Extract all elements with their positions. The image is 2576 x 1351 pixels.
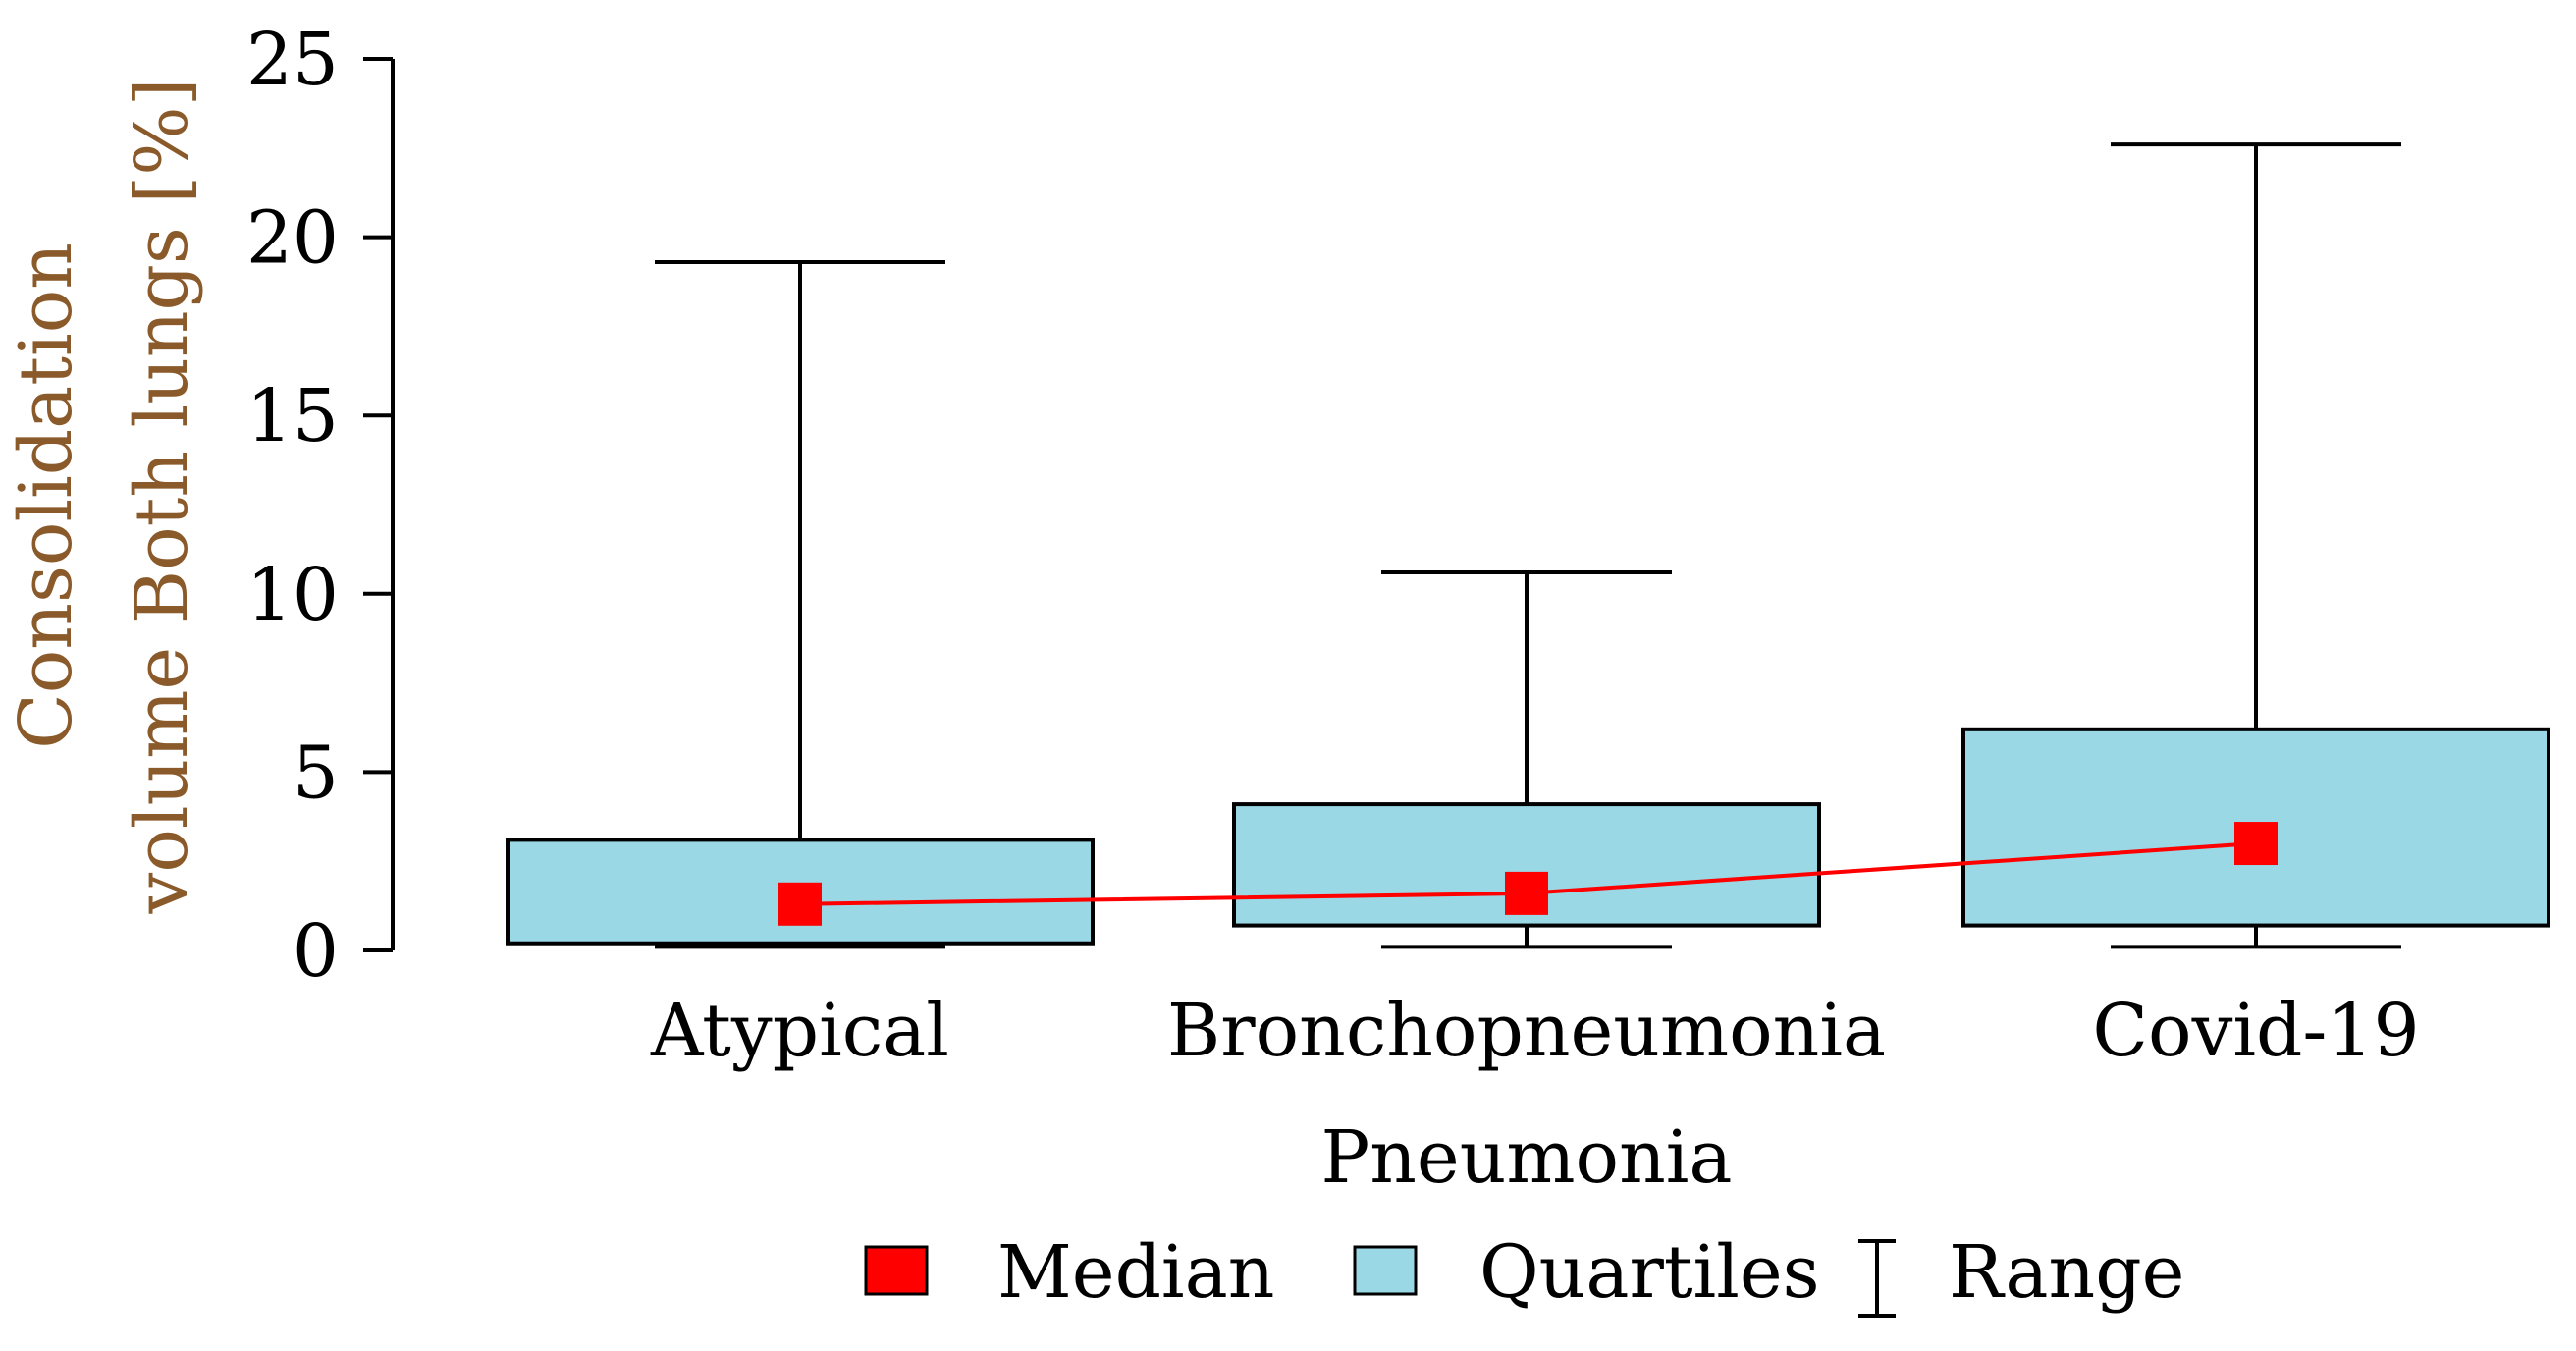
- y-tick-label-3: 15: [246, 374, 339, 459]
- legend-range-label: Range: [1949, 1230, 2184, 1315]
- legend-median-label: Median: [997, 1230, 1274, 1315]
- y-tick-label-4: 20: [246, 196, 339, 281]
- median-marker-1: [1505, 871, 1548, 915]
- median-marker-0: [778, 882, 822, 926]
- median-marker-2: [2234, 822, 2278, 866]
- category-label-0: Atypical: [650, 989, 949, 1073]
- y-tick-label-0: 0: [293, 909, 339, 994]
- y-axis-label-line-1: Consolidation: [4, 243, 88, 749]
- y-tick-label-1: 5: [293, 730, 339, 815]
- y-axis-label-line-2: volume Both lungs [%]: [120, 79, 204, 915]
- category-label-1: Bronchopneumonia: [1167, 989, 1886, 1073]
- y-axis: 0 5 10 15 20 25: [246, 18, 395, 994]
- legend-quartiles-label: Quartiles: [1479, 1230, 1820, 1315]
- legend-range-icon: [1858, 1239, 1896, 1318]
- x-axis-label: Pneumonia: [1320, 1115, 1732, 1200]
- y-tick-label-2: 10: [246, 553, 339, 637]
- category-label-2: Covid-19: [2092, 989, 2419, 1073]
- legend-median-swatch: [864, 1245, 929, 1296]
- plot-area: [506, 142, 2550, 949]
- y-tick-label-5: 25: [246, 18, 339, 102]
- legend-quartiles-swatch: [1353, 1245, 1418, 1296]
- legend: Median Quartiles Range: [864, 1230, 2184, 1318]
- x-axis-categories: Atypical Bronchopneumonia Covid-19: [650, 989, 2420, 1073]
